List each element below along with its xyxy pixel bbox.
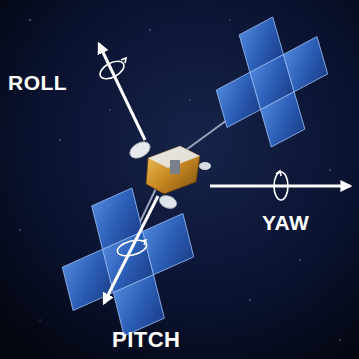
- solar-array: [51, 170, 204, 354]
- axis-label: PITCH: [112, 329, 181, 351]
- axis-label: ROLL: [8, 72, 67, 93]
- axis-label: YAW: [262, 212, 309, 233]
- roll-axis: [97, 44, 145, 140]
- yaw-axis: [210, 171, 350, 200]
- satellite-body: [127, 138, 211, 210]
- stars: [19, 19, 340, 340]
- solar-array: [206, 0, 339, 165]
- pitch-axis: [104, 196, 158, 303]
